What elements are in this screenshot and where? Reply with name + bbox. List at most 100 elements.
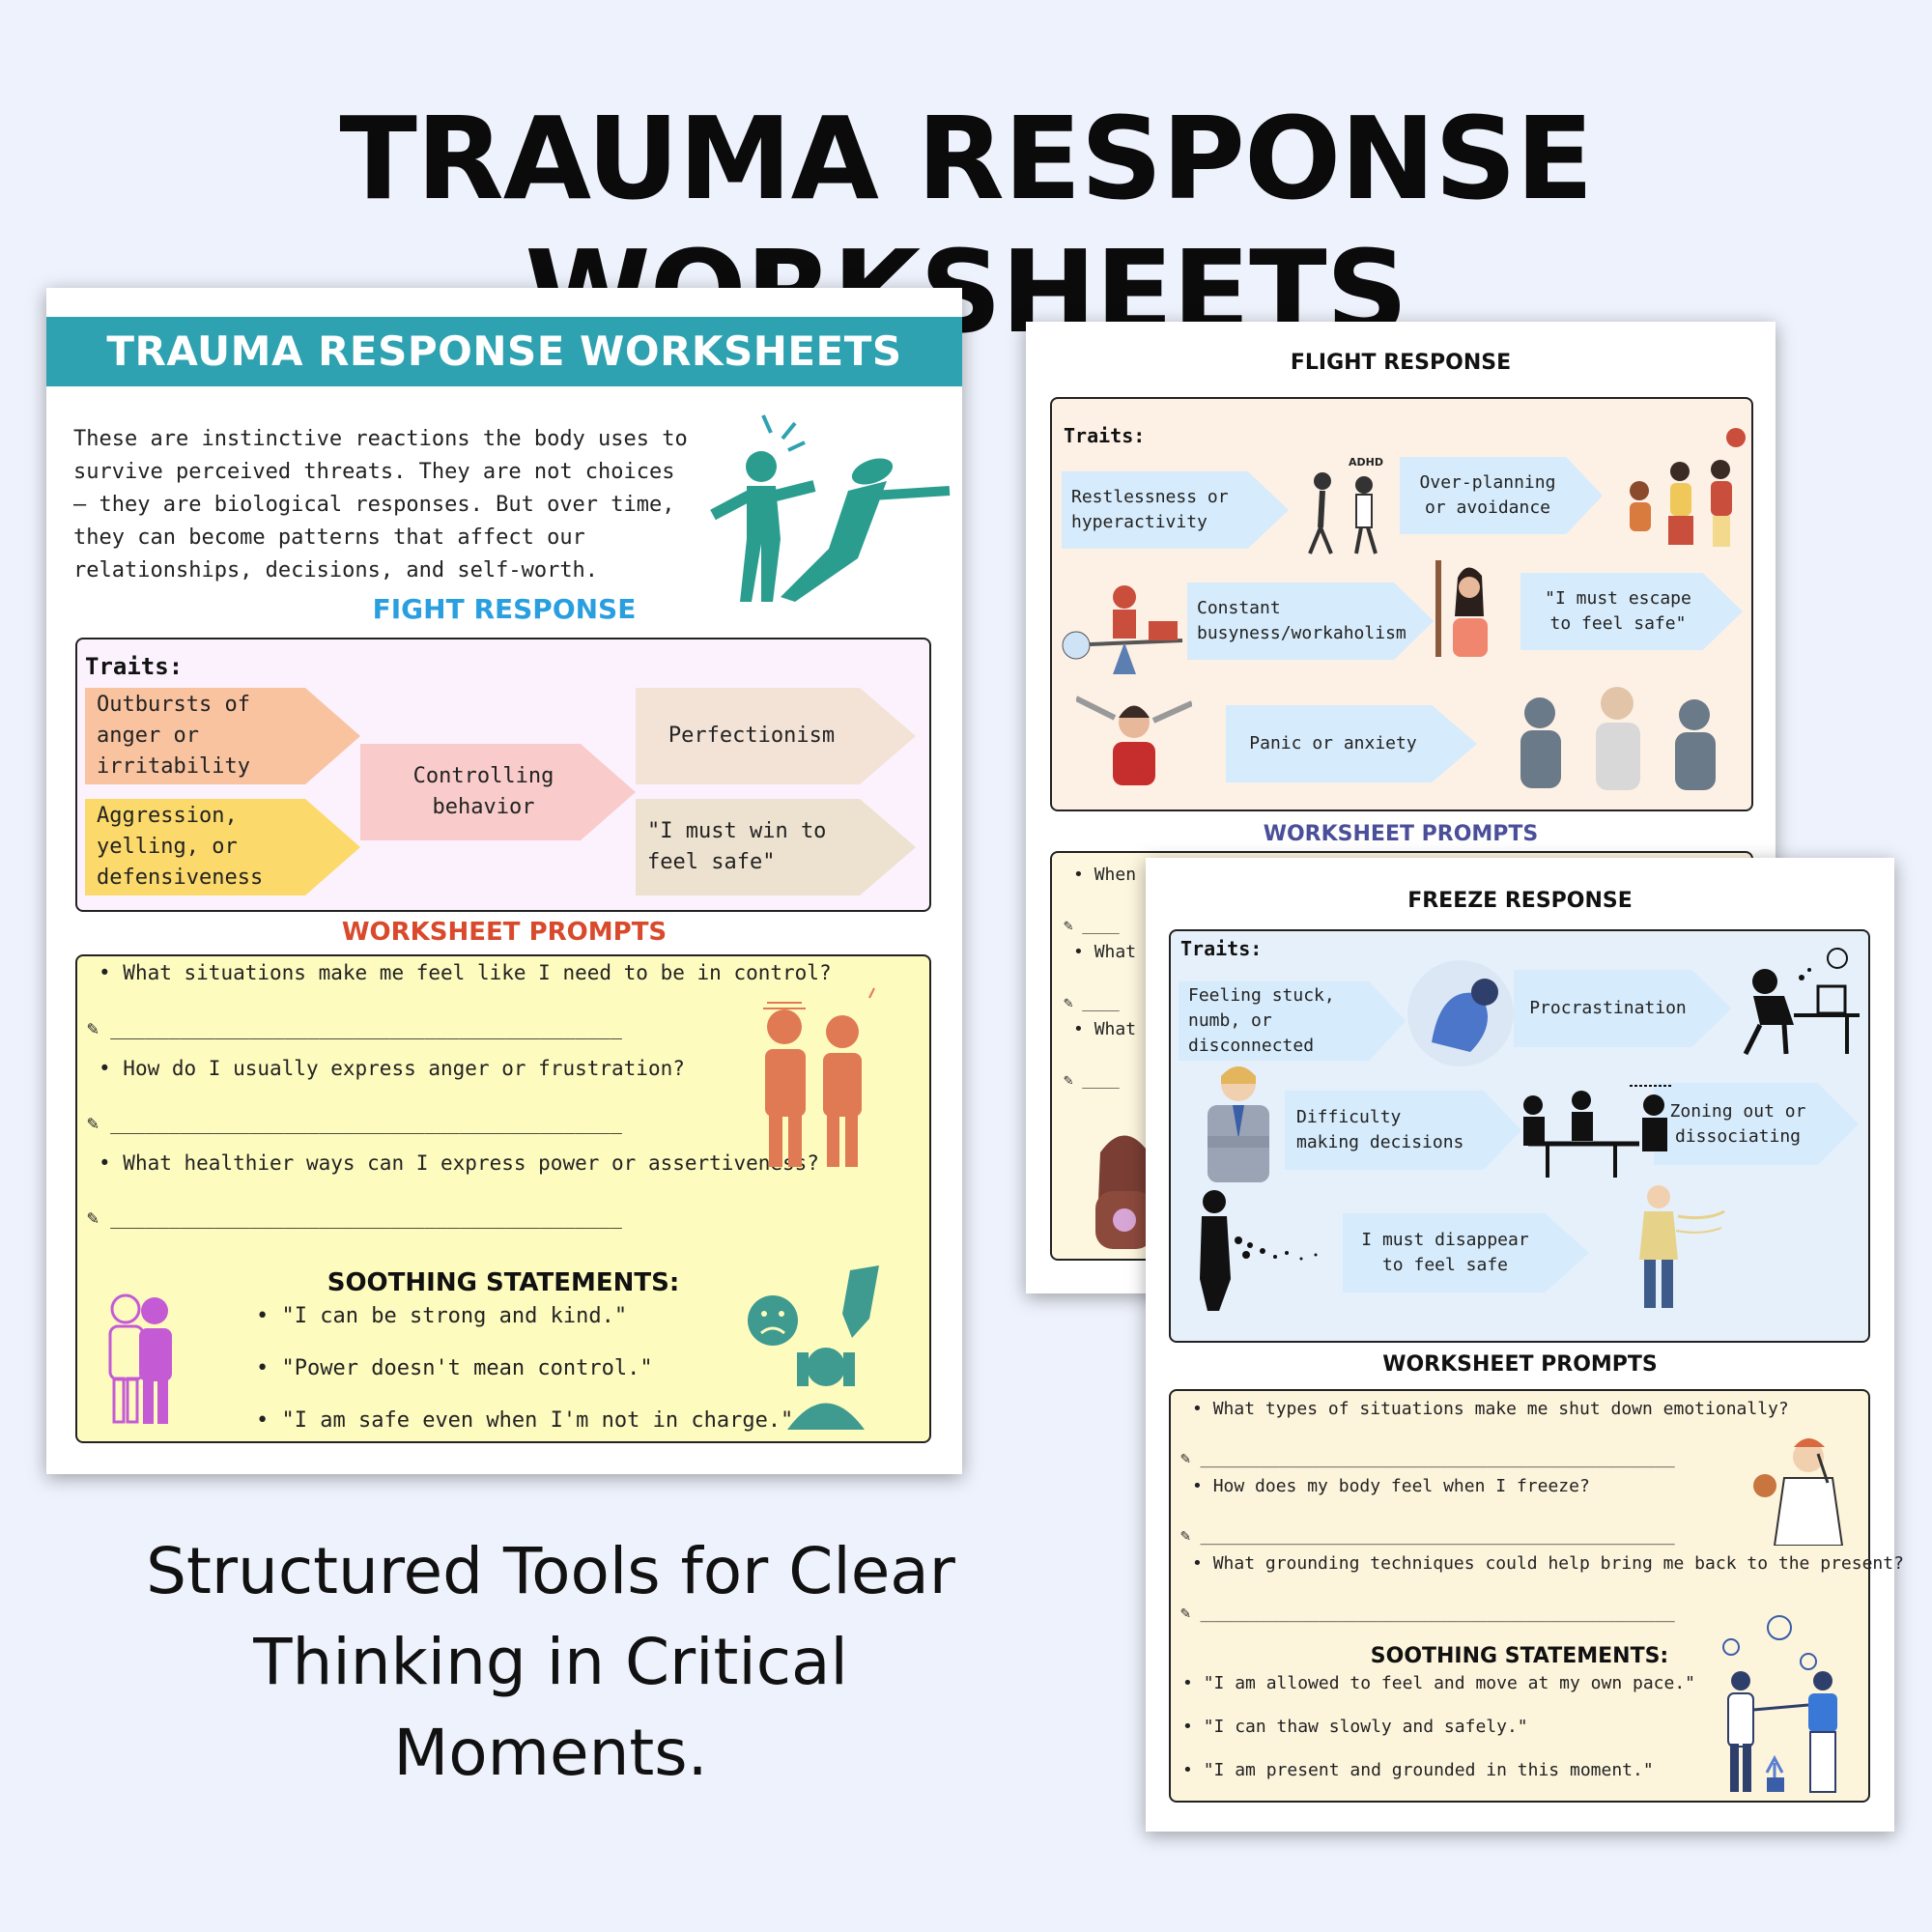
fight-prompt-3: • What healthier ways can I express powe… <box>99 1151 819 1175</box>
freeze-businessman-illustration <box>1208 1066 1269 1182</box>
fight-pushing-figures-illustration <box>710 414 951 602</box>
fight-title: FIGHT RESPONSE <box>372 593 637 625</box>
fight-trait-must-win-text: "I must win to feel safe" <box>647 819 827 874</box>
freeze-prompt-2: • How does my body feel when I freeze? <box>1192 1476 1590 1496</box>
freeze-trait-zoning: Zoning out or dissociating <box>1654 1083 1859 1165</box>
freeze-soothing-2-text: "I can thaw slowly and safely." <box>1203 1717 1528 1737</box>
flight-prompt-1: • When <box>1073 865 1137 885</box>
fight-intro-line-1: These are instinctive reactions the body… <box>73 427 688 451</box>
tagline-line-3: Moments. <box>393 1716 708 1790</box>
flight-panicked-people-illustration <box>1520 687 1716 790</box>
fight-soothing-2: • "Power doesn't mean control." <box>256 1356 653 1380</box>
freeze-curled-figure-illustration <box>1407 960 1514 1066</box>
freeze-prompt-3: • What grounding techniques could help b… <box>1192 1553 1904 1574</box>
flight-prompt-2: • What <box>1073 942 1137 962</box>
freeze-soothing-1: • "I am allowed to feel and move at my o… <box>1182 1673 1696 1693</box>
fight-traits-label: Traits: <box>85 653 184 680</box>
flight-trait-overplanning-text: Over-planning or avoidance <box>1419 472 1556 518</box>
freeze-trait-decisions-text: Difficulty making decisions <box>1296 1107 1464 1152</box>
fight-trait-outbursts-text: Outbursts of anger or irritability <box>97 693 250 779</box>
freeze-handshake-illustration <box>1722 1615 1837 1793</box>
freeze-soothing-2: • "I can thaw slowly and safely." <box>1182 1717 1528 1737</box>
fight-hugging-figures-illustration <box>108 1293 172 1424</box>
freeze-trait-decisions: Difficulty making decisions <box>1285 1091 1521 1170</box>
flight-balance-scale-illustration <box>1062 585 1183 674</box>
fight-intro-line-3: — they are biological responses. But ove… <box>73 493 675 517</box>
freeze-prompt-3-text: What grounding techniques could help bri… <box>1212 1553 1904 1574</box>
freeze-windblown-man-illustration <box>1639 1185 1725 1308</box>
flight-prompts-title: WORKSHEET PROMPTS <box>1263 822 1539 846</box>
tagline-line-2: Thinking in Critical <box>253 1625 848 1699</box>
flight-trait-busyness-text: Constant busyness/workaholism <box>1197 598 1406 643</box>
fight-prompts-title: WORKSHEET PROMPTS <box>341 918 668 947</box>
fight-soothing-3: • "I am safe even when I'm not in charge… <box>256 1408 794 1433</box>
freeze-trait-disappear: I must disappear to feel safe <box>1343 1213 1589 1293</box>
fight-prompt-2: • How do I usually express anger or frus… <box>99 1057 685 1080</box>
flight-prompt-3: • What <box>1073 1019 1137 1039</box>
flight-trait-panic: Panic or anxiety <box>1226 705 1477 782</box>
freeze-trait-zoning-text: Zoning out or dissociating <box>1669 1100 1806 1147</box>
fight-trait-must-win: "I must win to feel safe" <box>636 799 916 895</box>
freeze-prompts-box: • What types of situations make me shut … <box>1169 1389 1904 1803</box>
fight-answer-line-1: ✎ ______________________________________… <box>87 1016 622 1039</box>
freeze-title: FREEZE RESPONSE <box>1407 889 1633 913</box>
fight-prompt-2-text: How do I usually express anger or frustr… <box>123 1057 685 1080</box>
flight-prompt-2-text: What <box>1094 942 1137 962</box>
flight-woman-door-illustration <box>1435 560 1488 657</box>
fight-intro: These are instinctive reactions the body… <box>73 423 692 587</box>
flight-trait-busyness: Constant busyness/workaholism <box>1187 582 1434 660</box>
fight-trait-perfectionism: Perfectionism <box>636 688 916 784</box>
flight-trait-escape-text: "I must escape to feel safe" <box>1545 588 1691 634</box>
freeze-soothing-1-text: "I am allowed to feel and move at my own… <box>1203 1673 1696 1693</box>
fight-trait-controlling-text: Controlling behavior <box>412 764 554 819</box>
fight-trait-aggression-text: Aggression, yelling, or defensiveness <box>97 804 264 890</box>
flight-trait-overplanning: Over-planning or avoidance <box>1400 457 1603 534</box>
freeze-answer-line-3: ✎ ______________________________________… <box>1180 1604 1675 1623</box>
freeze-answer-line-2: ✎ ______________________________________… <box>1180 1526 1675 1546</box>
flight-traits-label: Traits: <box>1064 424 1146 447</box>
freeze-worksheet-page: FREEZE RESPONSE Traits: Feeling stuck, n… <box>1146 858 1904 1832</box>
flight-trait-panic-text: Panic or anxiety <box>1249 733 1417 753</box>
freeze-confused-man-illustration <box>1753 1438 1844 1546</box>
flight-answer-line-1: ✎ ____ <box>1064 916 1120 934</box>
fight-intro-line-2: survive perceived threats. They are not … <box>73 460 675 484</box>
freeze-prompt-1-text: What types of situations make me shut do… <box>1212 1399 1789 1419</box>
freeze-soothing-3-text: "I am present and grounded in this momen… <box>1203 1760 1654 1780</box>
flight-hands-pointing-illustration <box>1076 696 1192 785</box>
flight-trait-escape: "I must escape to feel safe" <box>1520 573 1743 650</box>
flight-trait-restlessness-text: Restlessness or hyperactivity <box>1071 487 1229 532</box>
flight-woman-illustration <box>1095 1135 1153 1249</box>
freeze-trait-procrastination-text: Procrastination <box>1529 998 1687 1018</box>
freeze-trait-stuck: Feeling stuck, numb, or disconnected <box>1179 981 1406 1061</box>
fight-soothing-1: • "I can be strong and kind." <box>256 1304 628 1328</box>
fight-soothing-2-text: "Power doesn't mean control." <box>281 1356 653 1380</box>
fight-prompt-1: • What situations make me feel like I ne… <box>99 961 832 984</box>
freeze-trait-procrastination: Procrastination <box>1514 970 1731 1047</box>
flight-prompt-3-text: What <box>1094 1019 1137 1039</box>
fight-prompt-3-text: What healthier ways can I express power … <box>123 1151 819 1175</box>
flight-traits-box: Traits: Restlessness or hyperactivity Ov… <box>1050 397 1753 811</box>
flight-adhd-label: ADHD <box>1349 456 1383 469</box>
fight-trait-outbursts: Outbursts of anger or irritability <box>85 688 360 784</box>
freeze-traits-box: Traits: Feeling stuck, numb, or disconne… <box>1169 929 1870 1343</box>
fight-intro-line-5: relationships, decisions, and self-worth… <box>73 558 599 582</box>
fight-prompt-1-text: What situations make me feel like I need… <box>123 961 832 984</box>
freeze-answer-line-1: ✎ ______________________________________… <box>1180 1449 1675 1468</box>
flight-prompt-1-text: When <box>1094 865 1137 885</box>
fight-traits-box: Traits: Outbursts of anger or irritabili… <box>75 638 931 912</box>
main-headline: TRAUMA RESPONSE WORKSHEETS <box>339 92 1593 358</box>
flight-running-kids-illustration: ADHD <box>1308 456 1383 554</box>
fight-soothing-title: SOOTHING STATEMENTS: <box>327 1268 680 1297</box>
freeze-traits-label: Traits: <box>1180 937 1263 960</box>
fight-angry-figures-illustration <box>763 987 875 1167</box>
tagline-line-1: Structured Tools for Clear <box>146 1534 955 1608</box>
freeze-soothing-3: • "I am present and grounded in this mom… <box>1182 1760 1654 1780</box>
freeze-trait-stuck-text: Feeling stuck, numb, or disconnected <box>1188 985 1335 1056</box>
freeze-laptop-procrastination-illustration <box>1743 948 1860 1056</box>
fight-soothing-1-text: "I can be strong and kind." <box>281 1304 628 1328</box>
freeze-meeting-table-illustration <box>1523 1085 1673 1178</box>
fight-answer-line-3: ✎ ______________________________________… <box>87 1206 622 1229</box>
tagline: Structured Tools for Clear Thinking in C… <box>68 1526 1034 1799</box>
fight-worksheet-page: TRAUMA RESPONSE WORKSHEETS These are ins… <box>46 288 962 1474</box>
freeze-prompts-title: WORKSHEET PROMPTS <box>1382 1352 1658 1377</box>
